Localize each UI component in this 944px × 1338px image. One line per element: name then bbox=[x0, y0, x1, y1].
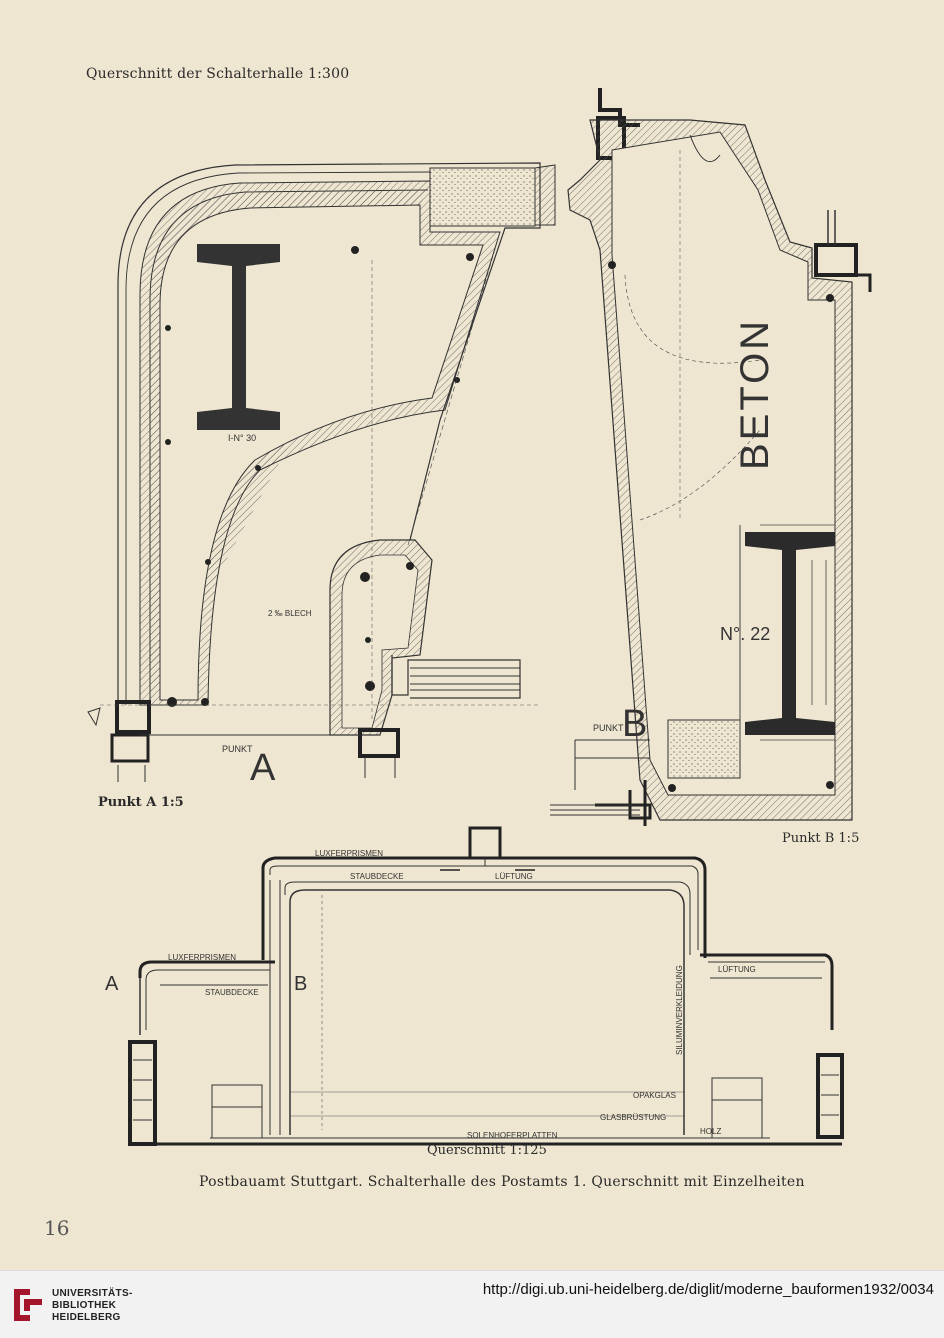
detail-b-punkt-label: PUNKT bbox=[593, 723, 624, 733]
section-mark-b: B bbox=[294, 973, 307, 995]
punkt-b-caption: Punkt B 1:5 bbox=[782, 831, 860, 846]
detail-a-punkt-label: PUNKT bbox=[222, 744, 253, 754]
detail-a-blech-label: 2 ‰ BLECH bbox=[268, 609, 312, 618]
library-footer: UNIVERSITÄTS- BIBLIOTHEK HEIDELBERG http… bbox=[0, 1270, 944, 1338]
source-url-link[interactable]: http://digi.ub.uni-heidelberg.de/diglit/… bbox=[482, 1281, 934, 1298]
section-solnhofer-label: SOLENHOFERPLATTEN bbox=[467, 1131, 558, 1140]
detail-a-drawing bbox=[87, 162, 556, 782]
page-number: 16 bbox=[44, 1216, 70, 1240]
detail-b-material-label: BETON bbox=[733, 318, 777, 470]
section-holz-label: HOLZ bbox=[700, 1127, 721, 1136]
section-mark-a: A bbox=[105, 973, 119, 995]
library-name-line2: BIBLIOTHEK bbox=[52, 1300, 117, 1311]
section-lueftung-right-label: LÜFTUNG bbox=[718, 965, 756, 974]
page-title: Querschnitt der Schalterhalle 1:300 bbox=[86, 66, 350, 82]
section-glasbruestung-label: GLASBRÜSTUNG bbox=[600, 1113, 666, 1122]
library-name-line1: UNIVERSITÄTS- bbox=[52, 1288, 133, 1299]
punkt-a-caption: Punkt A 1:5 bbox=[98, 795, 184, 810]
detail-a-letter: A bbox=[250, 747, 276, 789]
section-staub-top-label: STAUBDECKE bbox=[350, 872, 404, 881]
figure-caption: Postbauamt Stuttgart. Schalterhalle des … bbox=[199, 1174, 805, 1190]
architectural-drawings: PUNKT A I-N° 30 2 ‰ BLECH bbox=[87, 88, 872, 1146]
detail-b-letter: B bbox=[622, 703, 647, 745]
detail-b-drawing bbox=[550, 88, 872, 826]
ub-heidelberg-logo-icon[interactable] bbox=[10, 1285, 46, 1325]
cross-section-drawing bbox=[128, 826, 844, 1146]
detail-b-beam-label: N°. 22 bbox=[720, 624, 770, 644]
section-caption: Querschnitt 1:125 bbox=[427, 1143, 547, 1158]
section-staub-left-label: STAUBDECKE bbox=[205, 988, 259, 997]
library-name-line3: HEIDELBERG bbox=[52, 1312, 121, 1323]
section-lueftung-top-label: LÜFTUNG bbox=[495, 872, 533, 881]
section-opakglas-label: OPAKGLAS bbox=[633, 1091, 676, 1100]
section-silumin-label: SILUMINVERKLEIDUNG bbox=[675, 965, 684, 1055]
detail-a-beam-label: I-N° 30 bbox=[228, 433, 256, 443]
section-luxfer-left-label: LUXFERPRISMEN bbox=[168, 953, 236, 962]
scanned-page: Querschnitt der Schalterhalle 1:300 bbox=[44, 66, 872, 1240]
section-luxfer-top-label: LUXFERPRISMEN bbox=[315, 849, 383, 858]
